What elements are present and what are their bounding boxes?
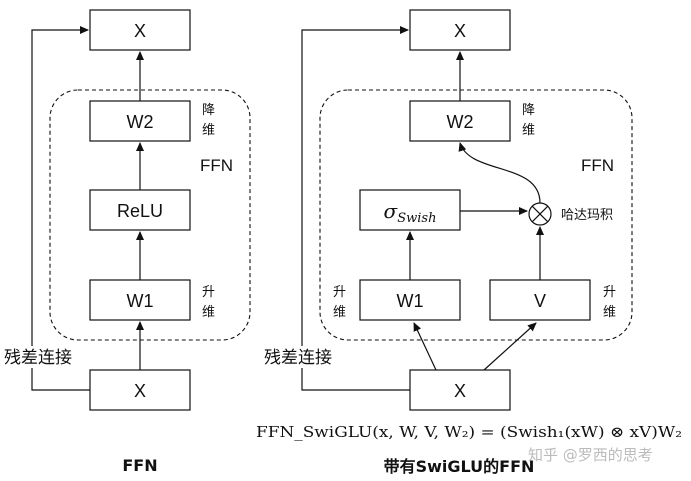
left-up-proj-char-1: 升 bbox=[202, 285, 215, 300]
right-up-proj-left-char-2: 维 bbox=[333, 305, 346, 320]
right-ffn-label: FFN bbox=[581, 156, 614, 175]
left-x-bottom-label: X bbox=[134, 381, 146, 401]
right-down-proj-char-1: 降 bbox=[522, 103, 535, 118]
right-up-proj-left-label: 升 维 bbox=[333, 285, 350, 320]
right-down-proj-char-2: 维 bbox=[522, 123, 535, 138]
right-swiglu-diagram: X W2 σSwish W1 V X 残差连接 降 维 bbox=[262, 9, 633, 476]
right-arrow-x-to-v bbox=[483, 322, 537, 371]
left-up-proj-char-2: 维 bbox=[202, 305, 215, 320]
right-x-bottom-label: X bbox=[454, 381, 466, 401]
right-residual-label-bg bbox=[262, 346, 348, 368]
left-ffn-region bbox=[49, 89, 251, 341]
right-w1-label: W1 bbox=[397, 291, 424, 311]
left-w1-label: W1 bbox=[127, 291, 154, 311]
right-ffn-region bbox=[319, 89, 633, 341]
right-up-proj-right-char-1: 升 bbox=[603, 285, 616, 300]
hadamard-product-icon bbox=[528, 202, 552, 226]
left-residual-connection bbox=[31, 26, 90, 391]
right-residual-connection bbox=[301, 26, 410, 391]
left-w2-label: W2 bbox=[127, 112, 154, 132]
left-ffn-diagram: X W2 ReLU W1 X 残差连接 降 维 升 维 FFN FFN bbox=[2, 9, 251, 475]
left-x-top-box bbox=[89, 9, 191, 51]
left-down-proj-label: 降 维 bbox=[202, 103, 219, 138]
right-down-proj-label: 降 维 bbox=[522, 103, 539, 138]
left-residual-label-bg bbox=[2, 346, 88, 368]
hadamard-label: 哈达玛积 bbox=[561, 208, 613, 223]
right-x-top-box bbox=[409, 9, 511, 51]
left-down-proj-char-1: 降 bbox=[202, 103, 215, 118]
right-sigma-subscript: Swish bbox=[397, 211, 436, 226]
watermark: 知乎 @罗西的思考 bbox=[528, 446, 653, 464]
right-up-proj-right-char-2: 维 bbox=[603, 305, 616, 320]
right-sigma-symbol: σ bbox=[384, 199, 399, 223]
right-caption: 带有SwiGLU的FFN bbox=[384, 457, 535, 476]
right-residual-label: 残差连接 bbox=[264, 348, 332, 368]
right-v-label: V bbox=[534, 291, 546, 311]
right-sigma-swish-label: σSwish bbox=[384, 199, 437, 226]
left-caption: FFN bbox=[122, 456, 157, 475]
left-down-proj-char-2: 维 bbox=[202, 123, 215, 138]
right-sigma-swish-box bbox=[359, 189, 461, 231]
left-up-proj-label: 升 维 bbox=[202, 285, 219, 320]
right-w2-box bbox=[409, 100, 511, 142]
left-relu-label: ReLU bbox=[117, 201, 163, 221]
right-arrow-hadamard-to-w2 bbox=[458, 142, 541, 204]
right-arrow-x-to-w1 bbox=[413, 322, 437, 371]
right-up-proj-left-char-1: 升 bbox=[333, 285, 346, 300]
right-v-box bbox=[489, 279, 591, 321]
left-w1-box bbox=[89, 279, 191, 321]
left-residual-label: 残差连接 bbox=[4, 348, 72, 368]
right-x-top-label: X bbox=[454, 21, 466, 41]
right-up-proj-right-label: 升 维 bbox=[603, 285, 620, 320]
right-w2-label: W2 bbox=[447, 112, 474, 132]
left-w2-box bbox=[89, 100, 191, 142]
left-ffn-label: FFN bbox=[200, 156, 233, 175]
left-x-top-label: X bbox=[134, 21, 146, 41]
swiglu-formula: FFN_SwiGLU(x, W, V, W₂) = (Swish₁(xW) ⊗ … bbox=[256, 423, 682, 441]
